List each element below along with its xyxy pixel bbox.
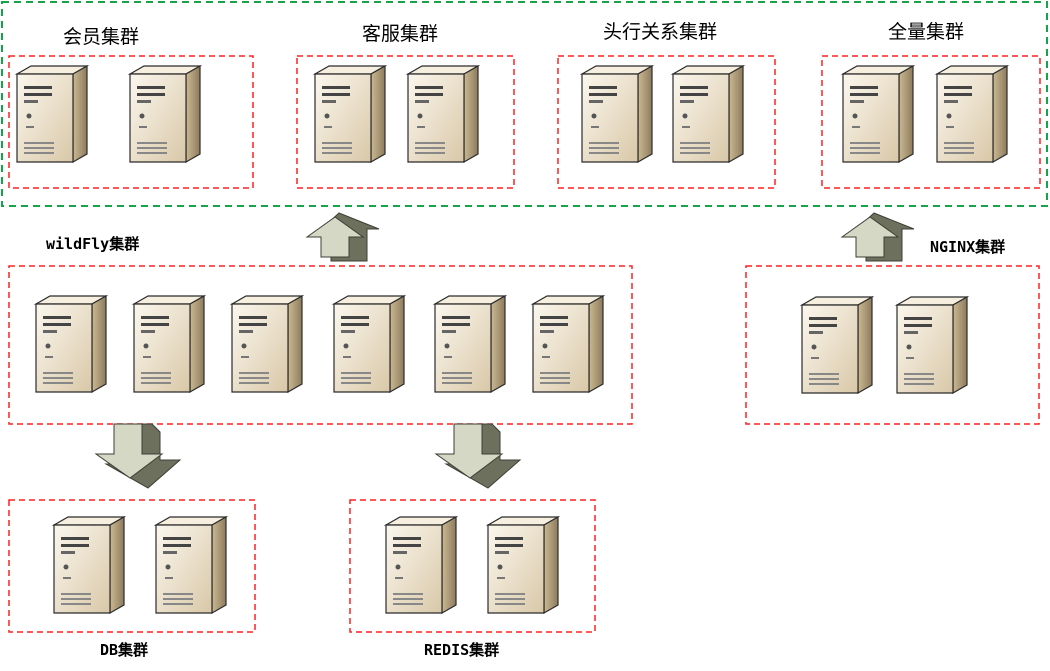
server-icon	[133, 295, 205, 393]
arrow-down-icon	[95, 423, 181, 489]
arrow-up-icon	[841, 212, 915, 262]
server-icon	[532, 295, 604, 393]
server-icon	[53, 516, 125, 614]
server-icon	[385, 516, 457, 614]
server-icon	[333, 295, 405, 393]
cluster-box-db	[8, 499, 256, 633]
wildfly-cluster-label: wildFly集群	[46, 235, 139, 253]
upper-cluster-group	[1, 1, 1048, 207]
server-icon	[581, 65, 653, 163]
server-icon	[672, 65, 744, 163]
server-icon	[407, 65, 479, 163]
cluster-box-service	[296, 55, 515, 189]
server-icon	[155, 516, 227, 614]
server-icon	[896, 296, 968, 394]
server-icon	[801, 296, 873, 394]
redis-cluster-label: REDIS集群	[424, 641, 499, 659]
server-icon	[129, 65, 201, 163]
cluster-box-wildfly	[8, 265, 633, 425]
cluster-box-redis	[349, 499, 596, 633]
server-icon	[936, 65, 1008, 163]
server-icon	[35, 295, 107, 393]
cluster-label-full: 全量集群	[888, 21, 964, 43]
server-icon	[314, 65, 386, 163]
server-icon	[842, 65, 914, 163]
nginx-cluster-label: NGINX集群	[930, 238, 1005, 256]
server-icon	[16, 65, 88, 163]
cluster-box-header-line	[557, 55, 776, 189]
cluster-box-full	[821, 55, 1041, 189]
cluster-box-nginx	[745, 265, 1040, 425]
arrow-down-icon	[435, 423, 521, 489]
db-cluster-label: DB集群	[100, 641, 148, 659]
server-icon	[231, 295, 303, 393]
arrow-up-icon	[306, 212, 380, 262]
cluster-label-header-line: 头行关系集群	[603, 21, 717, 43]
cluster-box-member	[8, 55, 254, 189]
server-icon	[434, 295, 506, 393]
server-icon	[487, 516, 559, 614]
cluster-label-member: 会员集群	[63, 26, 139, 48]
cluster-label-service: 客服集群	[362, 23, 438, 45]
